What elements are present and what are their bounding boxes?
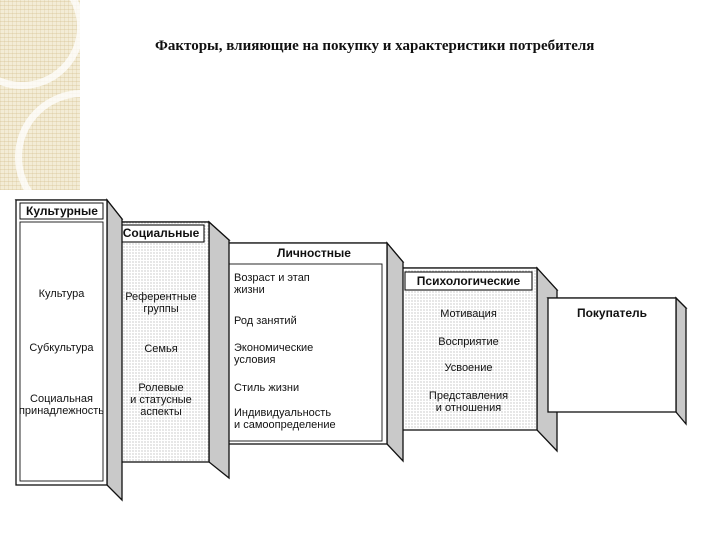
decorative-pattern: [0, 0, 80, 190]
personal-item-lifestyle: Стиль жизни: [234, 382, 300, 394]
header-social: Социальные: [122, 226, 200, 240]
personal-item-age-stage: Возраст и этап жизни: [234, 272, 310, 296]
header-psychological: Психологические: [416, 274, 521, 288]
box-social: [111, 220, 231, 480]
cultural-item-social-class: Социальная принадлежность: [18, 393, 105, 417]
box-psychological: [398, 266, 559, 453]
psych-item-beliefs-attitudes: Представления и отношения: [428, 390, 509, 414]
psych-item-perception: Восприятие: [438, 336, 499, 348]
header-personal: Личностные: [277, 246, 351, 260]
psych-item-learning: Усвоение: [444, 362, 493, 374]
header-buyer: Покупатель: [576, 306, 648, 320]
social-item-roles-status: Ролевые и статусные аспекты: [130, 382, 192, 418]
personal-item-personality: Индивидуальность и самоопределение: [234, 407, 336, 431]
social-item-family: Семья: [144, 343, 178, 355]
box-cultural: [14, 198, 124, 502]
personal-item-occupation: Род занятий: [234, 315, 297, 327]
personal-item-economic: Экономические условия: [234, 342, 314, 366]
cultural-item-culture: Культура: [38, 288, 85, 300]
page-title: Факторы, влияющие на покупку и характери…: [155, 38, 595, 54]
psych-item-motivation: Мотивация: [440, 308, 497, 320]
box-personal: [223, 241, 405, 463]
cultural-item-subculture: Субкультура: [29, 342, 94, 354]
social-item-reference-groups: Референтные группы: [125, 291, 197, 315]
header-cultural: Культурные: [26, 204, 98, 218]
decorative-ring: [0, 0, 80, 89]
box-buyer: [546, 296, 688, 426]
